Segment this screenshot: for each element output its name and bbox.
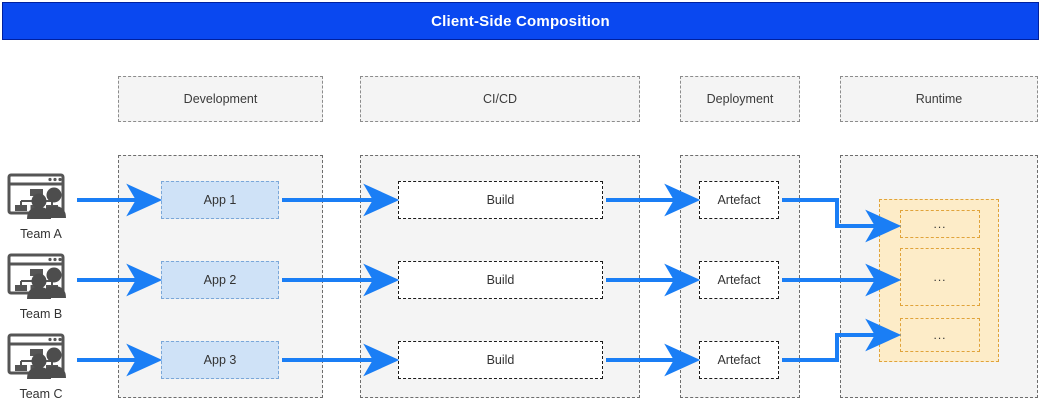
team-browser-orgchart-icon bbox=[6, 172, 76, 225]
node-app-1[interactable]: App 1 bbox=[161, 181, 279, 219]
node-label: Artefact bbox=[717, 193, 761, 207]
node-app-2[interactable]: App 2 bbox=[161, 261, 279, 299]
node-label: Artefact bbox=[717, 353, 761, 367]
runtime-slot-label: ... bbox=[933, 217, 947, 231]
node-build-3[interactable]: Build bbox=[398, 341, 603, 379]
phase-header-label: Runtime bbox=[915, 92, 963, 106]
team-block-c: Team C bbox=[3, 332, 79, 401]
runtime-slot-1: ... bbox=[900, 210, 980, 238]
phase-header-label: CI/CD bbox=[482, 92, 518, 106]
node-build-1[interactable]: Build bbox=[398, 181, 603, 219]
node-label: App 2 bbox=[203, 273, 237, 287]
node-label: Artefact bbox=[717, 273, 761, 287]
node-artefact-3[interactable]: Artefact bbox=[699, 341, 779, 379]
node-label: Build bbox=[486, 273, 515, 287]
runtime-slot-label: ... bbox=[933, 328, 947, 342]
node-label: App 1 bbox=[203, 193, 237, 207]
diagram-title-bar: Client-Side Composition bbox=[2, 2, 1039, 40]
team-browser-orgchart-icon bbox=[6, 332, 76, 385]
team-block-b: Team B bbox=[3, 252, 79, 321]
team-block-a: Team A bbox=[3, 172, 79, 241]
node-label: Build bbox=[486, 353, 515, 367]
node-build-2[interactable]: Build bbox=[398, 261, 603, 299]
page-title: Client-Side Composition bbox=[431, 12, 610, 30]
runtime-slot-label: ... bbox=[933, 270, 947, 284]
phase-header-runtime: Runtime bbox=[840, 76, 1038, 122]
team-label: Team A bbox=[20, 227, 62, 241]
phase-header-label: Development bbox=[183, 92, 258, 106]
node-label: Build bbox=[486, 193, 515, 207]
team-browser-orgchart-icon bbox=[6, 252, 76, 305]
node-artefact-2[interactable]: Artefact bbox=[699, 261, 779, 299]
team-label: Team B bbox=[19, 307, 63, 321]
node-app-3[interactable]: App 3 bbox=[161, 341, 279, 379]
phase-header-deployment: Deployment bbox=[680, 76, 800, 122]
node-label: App 3 bbox=[203, 353, 237, 367]
phase-header-development: Development bbox=[118, 76, 323, 122]
node-artefact-1[interactable]: Artefact bbox=[699, 181, 779, 219]
runtime-slot-2: ... bbox=[900, 248, 980, 306]
team-label: Team C bbox=[19, 387, 63, 401]
runtime-slot-3: ... bbox=[900, 318, 980, 352]
phase-header-label: Deployment bbox=[706, 92, 774, 106]
phase-header-cicd: CI/CD bbox=[360, 76, 640, 122]
